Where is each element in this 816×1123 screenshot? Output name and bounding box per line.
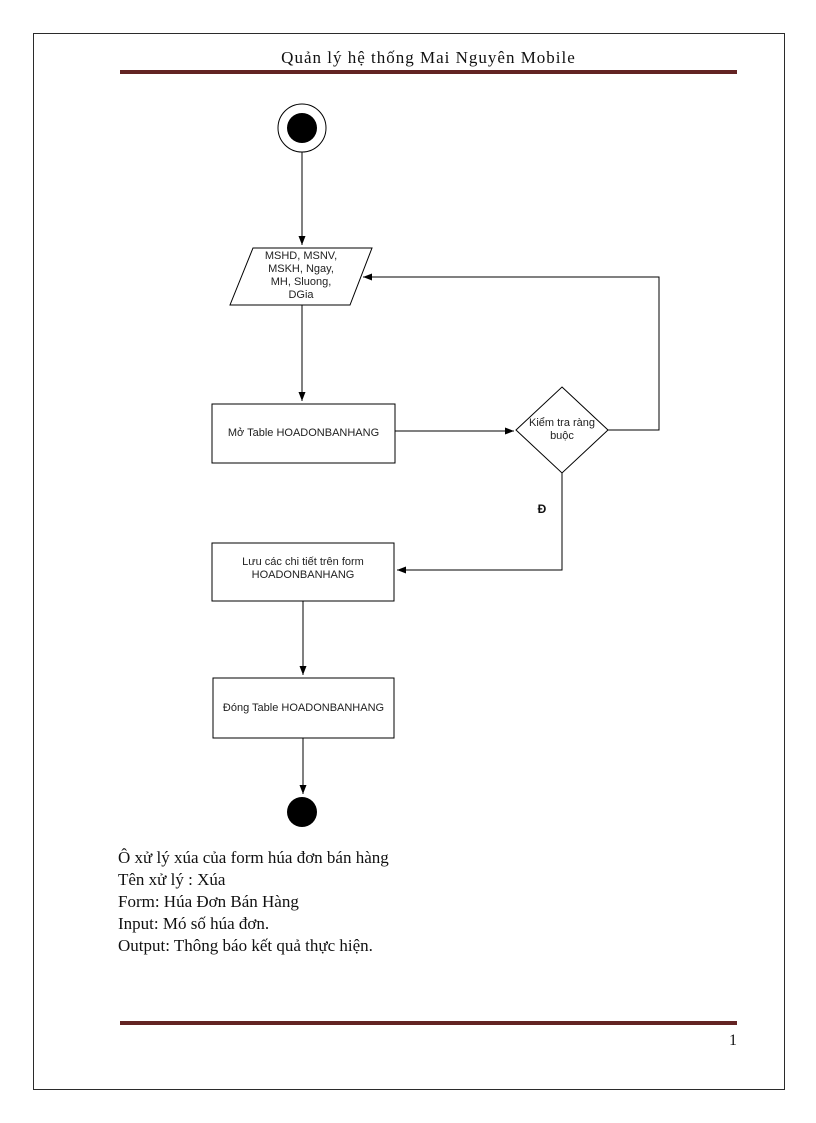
- description-line-5: Output: Thông báo kết quả thực hiện.: [118, 936, 373, 955]
- close-table-box-label: Đóng Table HOADONBANHANG: [222, 701, 385, 714]
- close-table-box-shape: [213, 678, 394, 738]
- page-number: 1: [729, 1032, 737, 1049]
- description-line-4: Input: Mó số húa đơn.: [118, 914, 270, 933]
- save-line-2: HOADONBANHANG: [251, 569, 355, 581]
- start-node-icon: [287, 113, 317, 143]
- input-line-1: MSHD, MSNV,: [264, 250, 338, 262]
- open-table-box-shape: [212, 404, 395, 463]
- save-box-shape: [212, 543, 394, 601]
- decision-true-branch-label: Đ: [537, 502, 547, 516]
- footer-divider-rule: [120, 1021, 737, 1025]
- decision-diamond-shape: [516, 387, 608, 473]
- input-line-2: MSKH, Ngay,: [268, 263, 334, 275]
- decision-diamond-label: Kiểm tra ràng buộc: [516, 417, 608, 443]
- page-header-title: Quản lý hệ thống Mai Nguyên Mobile: [281, 48, 576, 67]
- end-node-icon: [287, 797, 317, 827]
- save-box-label: Lưu các chi tiết trên form HOADONBANHANG: [212, 556, 394, 582]
- process-description: Ô xử lý xúa của form húa đơn bán hàng Tê…: [118, 847, 598, 957]
- header-divider-rule: [120, 70, 737, 74]
- page-border: [33, 33, 785, 1090]
- decision-line-2: buộc: [550, 430, 574, 442]
- save-line-1: Lưu các chi tiết trên form: [242, 556, 364, 568]
- input-line-3: MH, Sluong,: [270, 276, 332, 288]
- input-parallelogram-shape: [230, 248, 372, 305]
- description-line-2: Tên xử lý : Xúa: [118, 870, 226, 889]
- description-line-3: Form: Húa Đơn Bán Hàng: [118, 892, 299, 911]
- input-parallelogram-label: MSHD, MSNV, MSKH, Ngay, MH, Sluong, DGia: [230, 250, 372, 302]
- connector-decision-loop-to-input: [363, 273, 659, 430]
- decision-line-1: Kiểm tra ràng: [528, 417, 596, 429]
- description-line-1: Ô xử lý xúa của form húa đơn bán hàng: [118, 848, 389, 867]
- connector-decision-to-save: [397, 473, 562, 574]
- input-line-4: DGia: [288, 289, 314, 301]
- open-table-box-label: Mở Table HOADONBANHANG: [227, 427, 380, 439]
